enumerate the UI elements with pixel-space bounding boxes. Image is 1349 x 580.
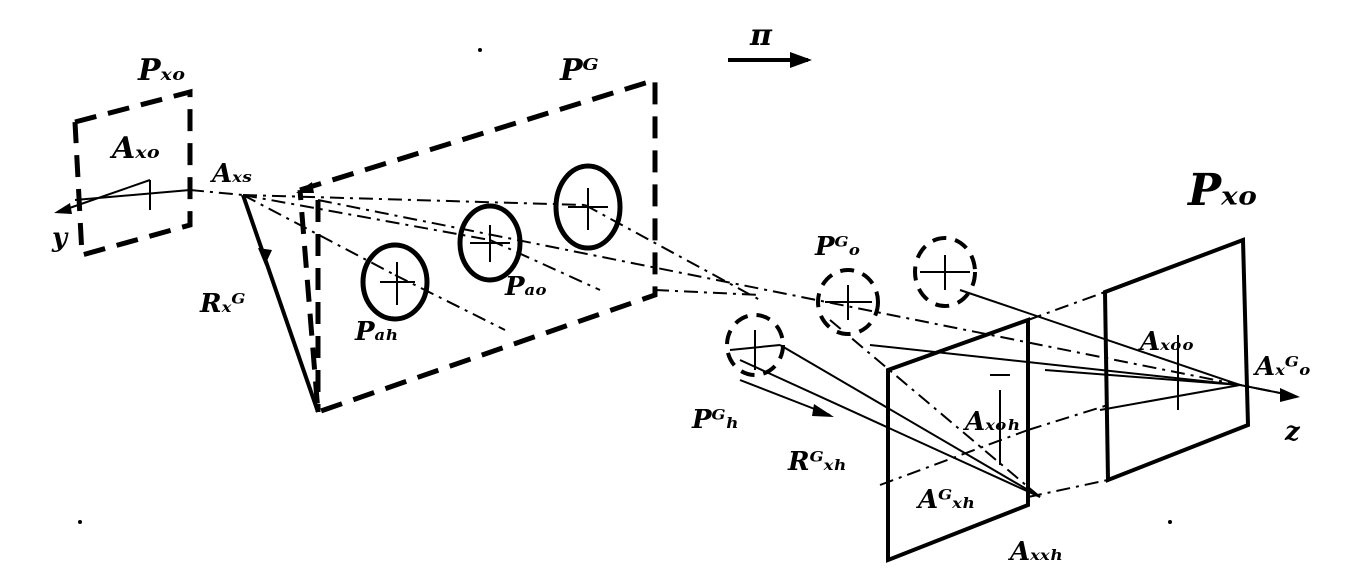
y-axis: y xyxy=(51,179,151,253)
construction-lines xyxy=(189,182,1291,396)
specks xyxy=(78,48,1172,524)
converging-lines xyxy=(739,291,1109,498)
pi-label: π xyxy=(749,18,773,53)
plane-p-zo: Pₓₒ Aₓₒ xyxy=(72,53,193,259)
label-r-zg: Rₓᴳ xyxy=(199,289,245,319)
plane-p-g: Pᴳ xyxy=(297,53,658,416)
label-p-zo-pi: Pₓₒ xyxy=(1186,165,1258,216)
label-p-zo: Pₓₒ xyxy=(137,53,186,88)
label-a-zs: Aₓₛ xyxy=(209,159,252,189)
label-p-gh-pi: Pᴳₕ xyxy=(691,405,739,435)
label-r-gzh: Rᴳₓₕ xyxy=(787,447,847,477)
pi-direction-arrow: π xyxy=(728,18,812,68)
label-a-zoo-pi: Aₓₒₒ xyxy=(1137,327,1194,357)
label-a-zoh-pi: Aₓₒₕ xyxy=(962,407,1021,437)
plane-p-zo-pi: Pₓₒ Aₓₒₒ Aₓᴳₒ xyxy=(1102,165,1311,483)
ray-r-gzh: Rᴳₓₕ xyxy=(739,379,847,477)
label-p-g: Pᴳ xyxy=(559,53,599,88)
label-z-axis: z xyxy=(1284,417,1301,447)
label-p-go-pi: Pᴳₒ xyxy=(814,232,861,262)
label-a-zzh-pi: Aₓₓₕ xyxy=(1007,537,1063,567)
projected-circles: Pᴳₒ Pᴳₕ xyxy=(691,232,977,435)
aperture-circles: Pₐₕ Pₐₒ xyxy=(354,163,623,347)
label-p-ah: Pₐₕ xyxy=(354,317,399,347)
plane-middle: Aₓₒₕ Aᴳₓₕ Aₓₓₕ xyxy=(886,317,1063,567)
right-rays: z xyxy=(869,289,1301,447)
ray-r-zg: Rₓᴳ xyxy=(199,194,320,413)
label-a-zo: Aₓₒ xyxy=(109,131,161,166)
label-a-gzh: Aᴳₓₕ xyxy=(915,485,975,515)
label-a-zgo-pi: Aₓᴳₒ xyxy=(1252,352,1311,382)
label-p-ao: Pₐₒ xyxy=(504,272,547,302)
label-y-axis: y xyxy=(51,223,69,253)
